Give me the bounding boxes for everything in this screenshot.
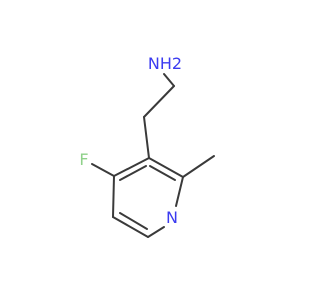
bond-ch2-ch2	[143, 85, 175, 118]
bond-n-c2	[175, 176, 184, 207]
bond-c5-c6-inner	[119, 212, 148, 230]
bond-c4-c5	[112, 175, 115, 218]
label-layer: NH2 F N	[79, 54, 182, 227]
bond-c3-c4-inner	[119, 165, 147, 181]
bond-c2-c3-inner	[149, 165, 176, 181]
bond-c6-n	[147, 226, 165, 238]
bond-c5-c6	[112, 216, 149, 238]
bond-c2-methyl	[182, 155, 215, 178]
bond-c2-c3	[148, 157, 184, 178]
molecule-diagram: NH2 F N	[79, 54, 215, 238]
bond-c4-f	[91, 163, 115, 177]
bond-nh2-ch2	[163, 73, 175, 87]
bond-layer	[91, 73, 215, 238]
bond-ch2-ring	[143, 116, 150, 159]
bond-c3-c4	[113, 157, 150, 177]
amine-label: NH2	[148, 54, 182, 73]
ring-nitrogen-label: N	[166, 208, 178, 227]
fluorine-label: F	[79, 150, 88, 169]
